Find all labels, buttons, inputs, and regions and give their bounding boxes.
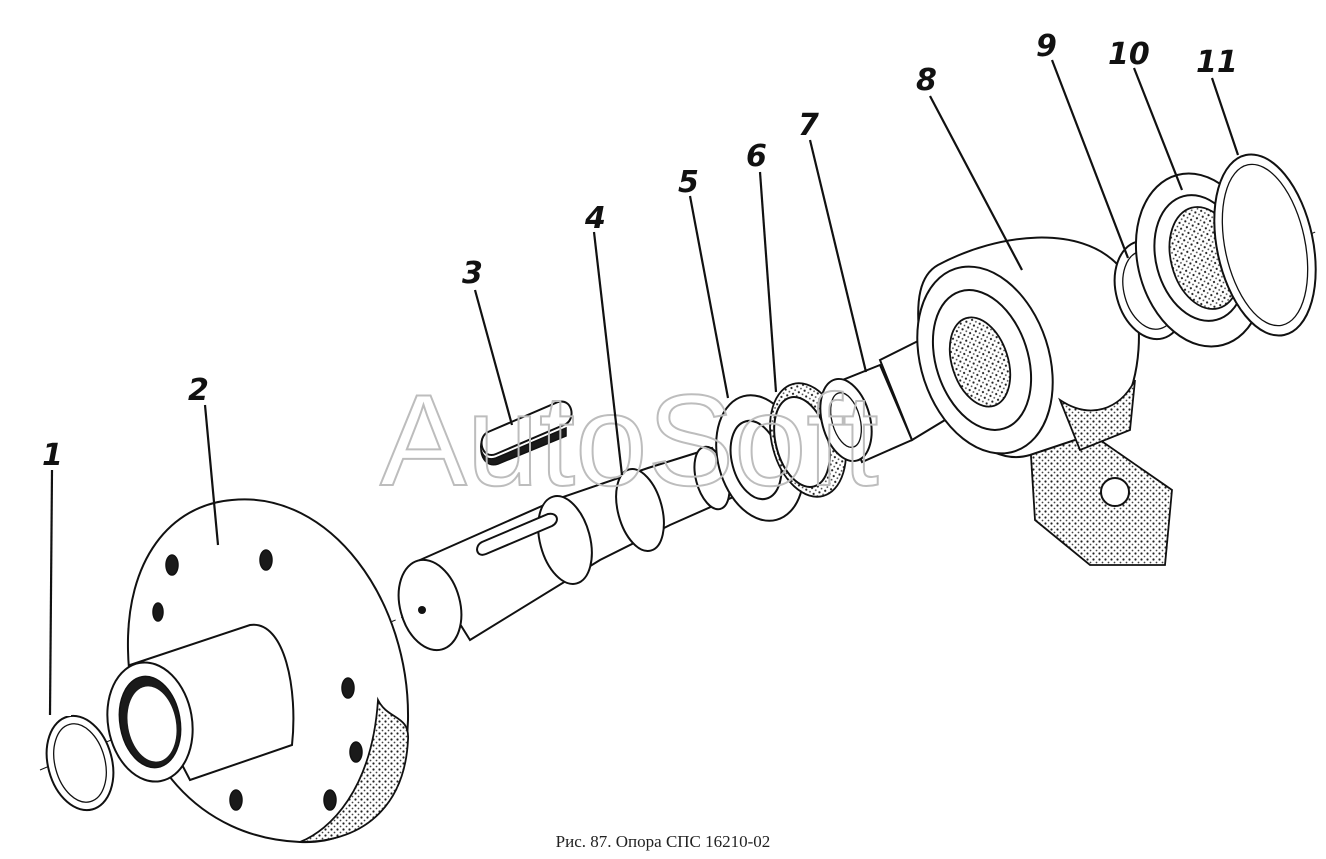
- part-10-seal-cup: [1134, 172, 1266, 348]
- callout-6: 6: [746, 139, 767, 174]
- part-2-flange: [106, 498, 410, 844]
- callout-9: 9: [1036, 29, 1057, 64]
- part-1-retaining-ring: [45, 706, 115, 812]
- part-11-retaining-ring: [1213, 153, 1317, 337]
- callout-1: 1: [42, 438, 63, 473]
- callout-4: 4: [584, 201, 606, 236]
- callouts: 1 2 3 4 5 6 7 8 9 10 11: [42, 29, 1238, 473]
- part-8-bearing-housing: [916, 236, 1173, 566]
- callout-5: 5: [678, 165, 699, 200]
- callout-10: 10: [1108, 37, 1150, 72]
- leader-lines: [48, 59, 1240, 716]
- callout-8: 8: [916, 63, 937, 98]
- callout-2: 2: [188, 373, 209, 408]
- part-7-bushing: [819, 338, 947, 464]
- callout-11: 11: [1196, 45, 1238, 80]
- callout-3: 3: [462, 256, 483, 291]
- flange-bolt-holes: [152, 549, 363, 811]
- watermark: AutoSoft: [380, 367, 879, 513]
- part-4-shaft: [397, 445, 742, 652]
- callout-7: 7: [798, 108, 819, 143]
- part-3-key: [480, 400, 573, 466]
- figure-caption: Рис. 87. Опора СПС 16210-02: [555, 832, 771, 851]
